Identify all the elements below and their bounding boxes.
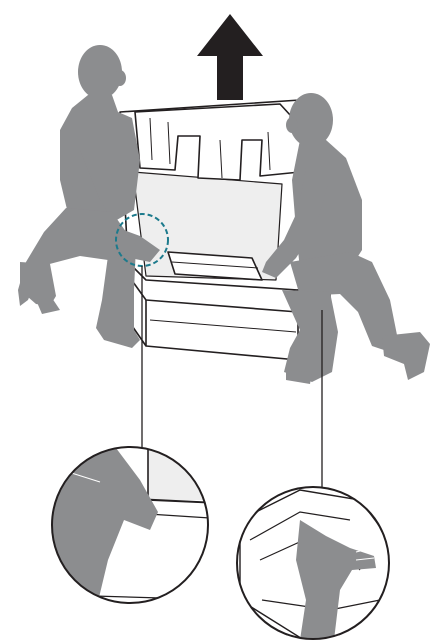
printer-icon	[119, 99, 331, 361]
hand-grip-detail-icon	[236, 486, 390, 640]
callout-lines	[141, 266, 323, 488]
person-lifting-icon	[262, 93, 430, 384]
arrow-up-icon	[197, 14, 263, 100]
hand-grip-detail-icon	[51, 446, 209, 604]
person-lifting-icon	[18, 45, 160, 348]
